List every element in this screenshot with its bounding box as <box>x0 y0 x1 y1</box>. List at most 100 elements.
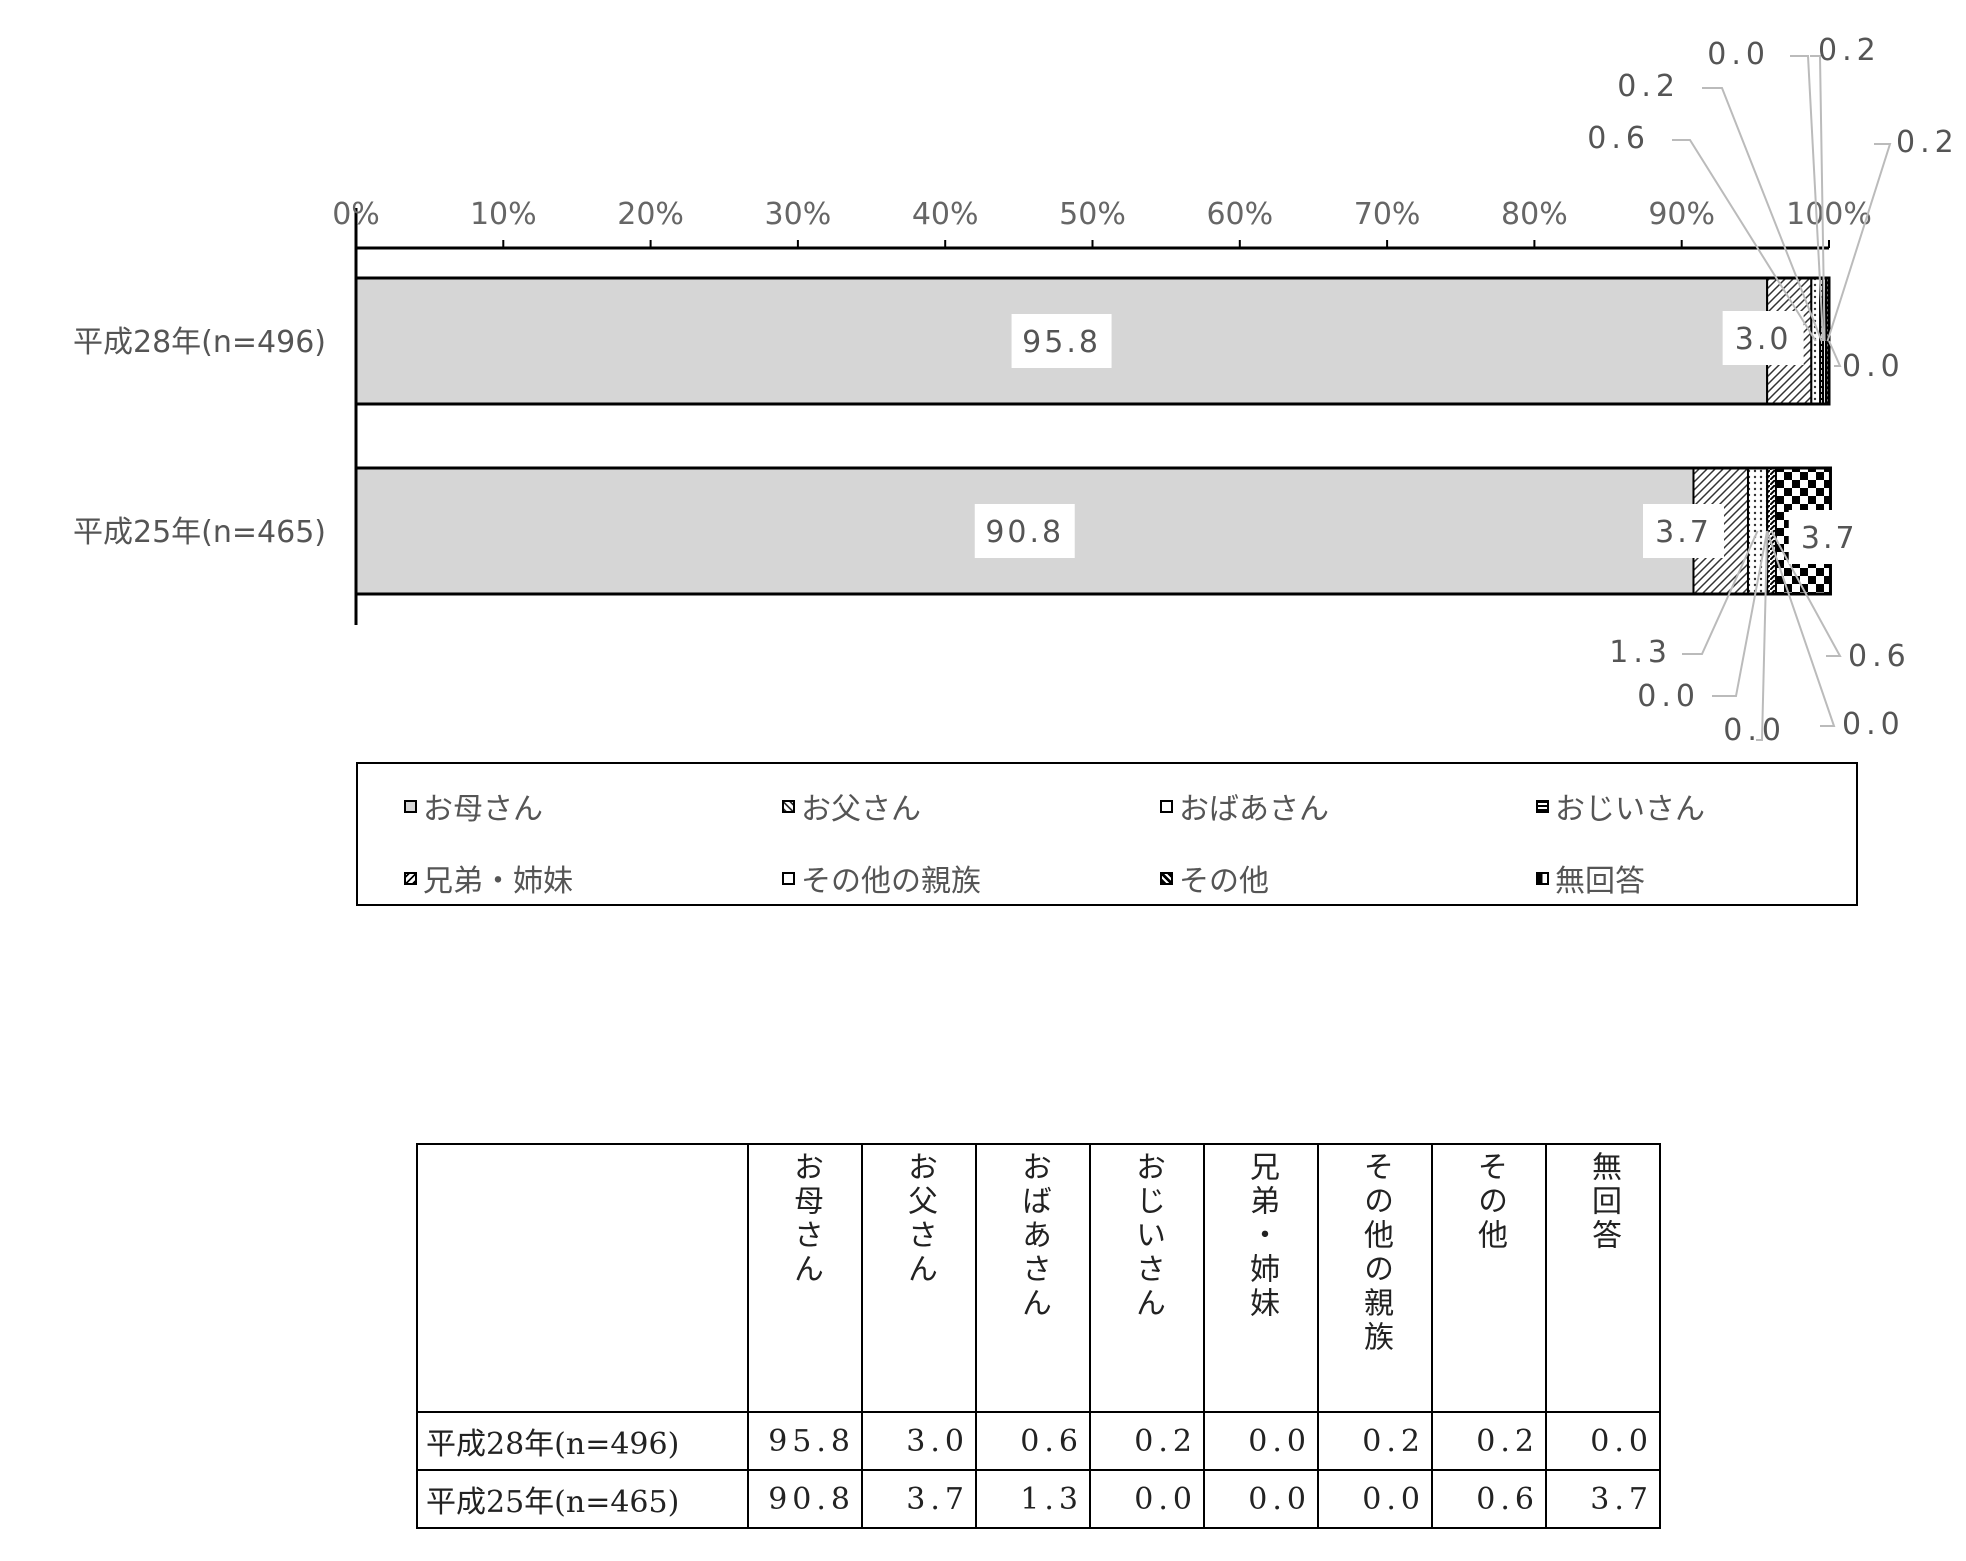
table-cell: 0.2 <box>1431 1411 1547 1471</box>
x-tick-label: 0% <box>332 197 380 232</box>
legend-label-father: お父さん <box>801 792 921 827</box>
x-tick-label: 50% <box>1059 197 1126 232</box>
table-row-label: 平成25年(n=465) <box>416 1469 749 1529</box>
table-header-other: その他 <box>1431 1143 1547 1413</box>
legend-swatch-grandfather <box>1536 799 1549 813</box>
table-cell: 90.8 <box>747 1469 863 1529</box>
bar-segment <box>1746 467 1769 595</box>
leader-line <box>1828 340 1842 367</box>
legend-label-grandmother: おばあさん <box>1179 792 1329 827</box>
data-label: 3.7 <box>1655 515 1712 550</box>
table-cell: 0.0 <box>1203 1411 1319 1471</box>
data-label: 0.2 <box>1617 69 1680 104</box>
data-label-bg <box>1722 311 1804 365</box>
table-cell: 0.0 <box>1317 1469 1433 1529</box>
data-label-bg <box>1011 314 1112 368</box>
data-label: 0.2 <box>1818 33 1881 68</box>
legend-label-mother: お母さん <box>423 792 543 827</box>
legend-item-grandfather: おじいさん <box>1536 784 1705 828</box>
legend-swatch-grandmother <box>1160 799 1173 813</box>
table-header-text: その他 <box>1472 1151 1507 1253</box>
data-table: お母さん お父さん おばあさん おじいさん 兄弟・姉妹 その他の親族 その他 無… <box>416 1143 1661 1529</box>
leader-line <box>1810 55 1826 342</box>
leader-line <box>1702 87 1823 342</box>
leader-line <box>1766 530 1836 727</box>
x-tick-label: 70% <box>1354 197 1421 232</box>
category-label: 平成25年(n=465) <box>73 515 326 550</box>
x-tick-label: 100% <box>1786 197 1872 232</box>
x-tick-label: 40% <box>912 197 979 232</box>
legend-label-other: その他 <box>1179 864 1269 899</box>
category-label: 平成28年(n=496) <box>73 325 326 360</box>
legend-swatch-father <box>782 799 795 813</box>
data-label-bg <box>974 504 1075 558</box>
data-label-bg <box>1642 504 1724 558</box>
x-tick-label: 80% <box>1501 197 1568 232</box>
table-header-no-answer: 無回答 <box>1545 1143 1661 1413</box>
data-label: 1.3 <box>1609 635 1672 670</box>
data-label: 3.0 <box>1735 322 1792 357</box>
legend-item-grandmother: おばあさん <box>1160 784 1329 828</box>
data-label: 0.6 <box>1587 121 1650 156</box>
leader-line <box>1826 143 1892 342</box>
x-tick-label: 90% <box>1648 197 1715 232</box>
legend-label-other-relatives: その他の親族 <box>801 864 981 899</box>
data-label-bg <box>1788 510 1870 564</box>
legend-label-siblings: 兄弟・姉妹 <box>423 864 573 899</box>
table-header-grandmother: おばあさん <box>975 1143 1091 1413</box>
x-tick-label: 10% <box>470 197 537 232</box>
data-label: 95.8 <box>1022 325 1101 360</box>
legend-item-siblings: 兄弟・姉妹 <box>404 856 573 900</box>
table-cell: 3.7 <box>861 1469 977 1529</box>
legend-item-other-relatives: その他の親族 <box>782 856 981 900</box>
leader-line <box>1672 139 1817 342</box>
leader-line <box>1790 55 1825 342</box>
legend-swatch-other <box>1160 871 1173 885</box>
legend-swatch-siblings <box>404 871 417 885</box>
table-header-other-relatives: その他の親族 <box>1317 1143 1433 1413</box>
legend-swatch-no-answer <box>1536 871 1549 885</box>
table-header-text: お父さん <box>902 1151 937 1287</box>
table-header-text: その他の親族 <box>1358 1151 1393 1355</box>
table-header-mother: お母さん <box>747 1143 863 1413</box>
data-label: 0.2 <box>1896 125 1959 160</box>
table-header-text: 兄弟・姉妹 <box>1244 1151 1279 1321</box>
legend-swatch-mother <box>404 799 417 813</box>
table-header-siblings: 兄弟・姉妹 <box>1203 1143 1319 1413</box>
legend-item-mother: お母さん <box>404 784 543 828</box>
chart-legend: お母さん お父さん おばあさん おじいさん 兄弟・姉妹 その他の親族 その他 無… <box>356 762 1858 906</box>
data-label: 90.8 <box>985 515 1064 550</box>
table-corner-cell <box>416 1143 749 1413</box>
leader-line <box>1712 530 1769 697</box>
x-tick-label: 60% <box>1206 197 1273 232</box>
table-cell: 0.0 <box>1545 1411 1661 1471</box>
legend-label-no-answer: 無回答 <box>1555 864 1645 899</box>
table-header-text: おばあさん <box>1016 1151 1051 1321</box>
table-cell: 0.2 <box>1317 1411 1433 1471</box>
table-cell: 0.0 <box>1089 1469 1205 1529</box>
table-cell: 1.3 <box>975 1469 1091 1529</box>
table-row-label: 平成28年(n=496) <box>416 1411 749 1471</box>
table-cell: 95.8 <box>747 1411 863 1471</box>
legend-label-grandfather: おじいさん <box>1555 792 1705 827</box>
table-cell: 0.6 <box>975 1411 1091 1471</box>
table-row: 平成28年(n=496) 95.8 3.0 0.6 0.2 0.0 0.2 0.… <box>416 1411 1661 1471</box>
data-label: 0.0 <box>1723 713 1786 748</box>
table-header-text: おじいさん <box>1130 1151 1165 1321</box>
data-label: 0.0 <box>1707 37 1770 72</box>
leader-line <box>1682 530 1759 655</box>
table-cell: 0.6 <box>1431 1469 1547 1529</box>
table-header-text: お母さん <box>788 1151 823 1287</box>
x-tick-label: 30% <box>765 197 832 232</box>
legend-item-other: その他 <box>1160 856 1269 900</box>
table-row: 平成25年(n=465) 90.8 3.7 1.3 0.0 0.0 0.0 0.… <box>416 1469 1661 1529</box>
leader-line <box>1756 530 1769 741</box>
table-header-text: 無回答 <box>1586 1151 1621 1253</box>
table-cell: 3.0 <box>861 1411 977 1471</box>
table-cell: 0.0 <box>1203 1469 1319 1529</box>
data-label: 3.7 <box>1801 521 1858 556</box>
table-header-grandfather: おじいさん <box>1089 1143 1205 1413</box>
data-label: 0.0 <box>1637 679 1700 714</box>
x-tick-label: 20% <box>617 197 684 232</box>
